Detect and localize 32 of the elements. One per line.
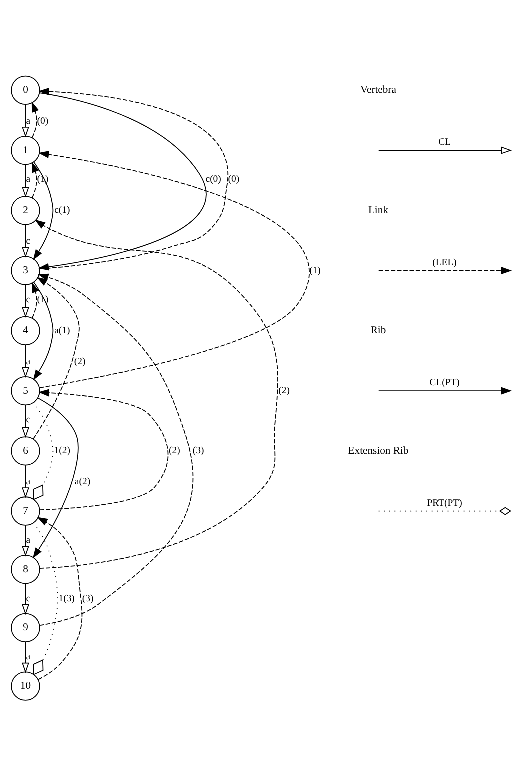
edge-label: (1) xyxy=(310,264,321,276)
legend-label: Link xyxy=(368,204,388,216)
label: CL xyxy=(438,136,451,148)
edge-label: (3) xyxy=(82,592,94,604)
edge-label: (3) xyxy=(192,445,204,456)
edge-label: a xyxy=(26,651,31,662)
edge-label: 1(2) xyxy=(54,445,71,456)
edge-label: (2) xyxy=(278,385,290,396)
legend-label: Extension Rib xyxy=(348,445,409,456)
edge-label: a xyxy=(26,174,31,185)
label: (LEL) xyxy=(432,256,457,268)
edge-label: a(1) xyxy=(54,324,70,336)
legend-label: Vertebra xyxy=(360,84,396,96)
edge-label: c xyxy=(26,592,31,604)
edge-label: (2) xyxy=(169,445,180,456)
edge-label: (0) xyxy=(228,174,240,185)
label: PRT(PT) xyxy=(427,497,462,508)
edge-label: (0) xyxy=(37,115,49,126)
edge-label: a xyxy=(26,356,31,367)
edge-label: c(0) xyxy=(206,174,222,185)
edge-label: c xyxy=(26,236,31,247)
label: CL(PT) xyxy=(430,377,460,388)
legend-label: Rib xyxy=(370,325,386,336)
edge-label: a xyxy=(26,476,31,488)
edge-label: c(1) xyxy=(54,204,70,216)
edge-label: 1(3) xyxy=(58,592,75,604)
edge-label: a(2) xyxy=(74,476,91,488)
edge-label: a xyxy=(26,115,31,126)
edge-label: a xyxy=(26,534,31,546)
edge-label: (2) xyxy=(74,356,86,367)
edge-label: c xyxy=(26,294,31,305)
edge-label: c xyxy=(26,414,31,426)
